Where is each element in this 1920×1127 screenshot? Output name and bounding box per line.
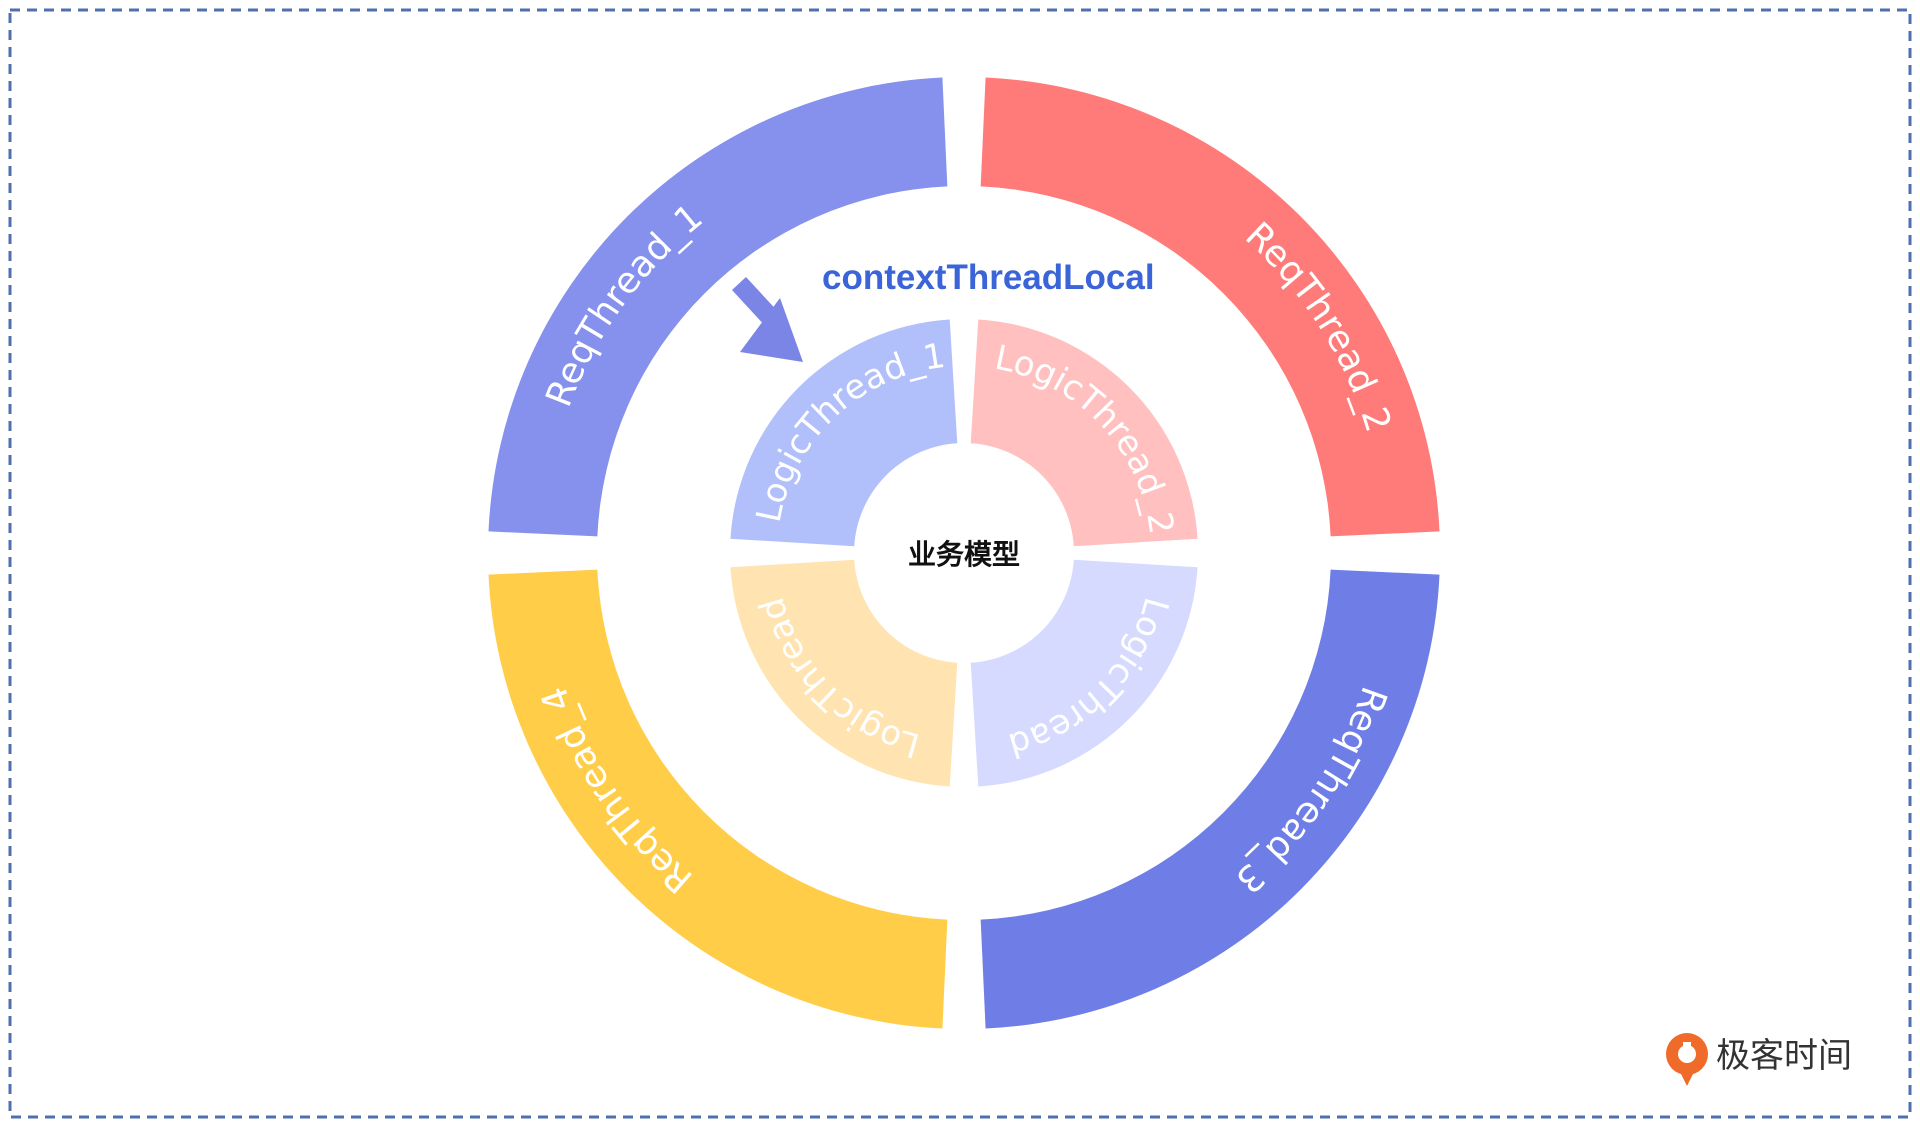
- center-label: 业务模型: [908, 538, 1020, 571]
- outer-ring: [488, 77, 1440, 1029]
- context-arrow-icon: [732, 277, 803, 362]
- segment-reqthread-1: [488, 77, 948, 537]
- segment-reqthread-3: [980, 569, 1440, 1029]
- brand-name: 极客时间: [1716, 1036, 1852, 1076]
- dashed-frame: [8, 8, 1912, 1119]
- arrow-head: [740, 298, 803, 362]
- segment-reqthread-2: [980, 77, 1440, 537]
- segment-logicthread-2: [970, 319, 1198, 547]
- segment-logicthread-1: [730, 319, 958, 547]
- brand-logo: 极客时间: [1666, 1033, 1852, 1086]
- geektime-logo-icon: [1666, 1033, 1708, 1086]
- inner-ring: [730, 319, 1198, 787]
- context-threadlocal-label: contextThreadLocal: [822, 258, 1155, 297]
- segment-logicthread-3: [970, 559, 1198, 787]
- segment-logicthread-4: [730, 559, 958, 787]
- segment-reqthread-4: [488, 569, 948, 1029]
